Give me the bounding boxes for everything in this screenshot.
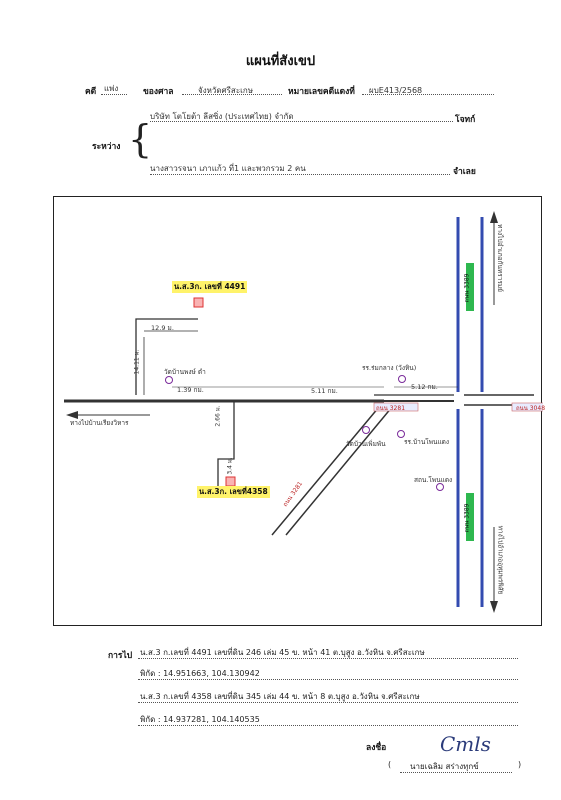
diagonal-road [271, 406, 380, 536]
land1-marker [193, 297, 204, 308]
to-direction-label: ทางไปบ้านเรียงวิหาร [70, 419, 129, 427]
to-north-label: ทางไปอำเภอกันทรารมย์ [495, 224, 504, 292]
between-label: ระหว่าง [92, 142, 121, 152]
school3-icon [397, 430, 405, 438]
shop-icon [436, 483, 444, 491]
land1-label: น.ส.3ก. เลขที่ 4491 [172, 281, 248, 293]
court-label: ของศาล [143, 87, 174, 97]
coord-line-1: พิกัด : 14.951663, 104.130942 [140, 669, 260, 678]
court-name: จังหวัดศรีสะเกษ [198, 86, 253, 95]
road-left-label: ถนน 3281 [376, 405, 406, 412]
case-label: คดี [85, 87, 97, 97]
side-label: 14.11 ม. [133, 349, 141, 375]
school2-label: รร.ร่มกลาง (วังหิน) [362, 364, 417, 372]
case-number: ผบE413/2568 [369, 86, 423, 95]
arrow-north-icon [490, 211, 498, 223]
route-line-1: น.ส.3 ก.เลขที่ 4491 เลขที่ดิน 246 เล่ม 4… [140, 648, 425, 657]
sketch-map: น.ส.3ก. เลขที่ 4491 น.ส.3ก. เลขที่4358 1… [53, 196, 546, 626]
defendant-role: จำเลย [453, 167, 476, 177]
temple-left-icon [165, 376, 173, 384]
defendant-name: นางสาวรจนา เภาแก้ว ที่1 และพวกรวม 2 คน [150, 164, 306, 173]
case-type: แพ่ง [104, 84, 119, 93]
temple-left-label: วัดบ้านพงษ์ ตำ [164, 368, 206, 376]
green-tag-lower [466, 493, 474, 541]
arrow-south-icon [490, 601, 498, 613]
signer-name: นายเฉลิม สร่างทุกข์ [410, 762, 479, 771]
route-line-2: น.ส.3 ก.เลขที่ 4358 เลขที่ดิน 345 เล่ม 4… [140, 692, 420, 701]
school3-label: รร.บ้านโพนแดง [404, 438, 450, 446]
signature-image: Cmls [440, 732, 491, 756]
signer-name-open-paren: ( [388, 760, 392, 769]
school2-icon [398, 375, 406, 383]
green-tag-upper [466, 263, 474, 311]
land2-marker [225, 476, 236, 487]
plaintiff-name: บริษัท โตโยต้า ลีสซิ่ง (ประเทศไทย) จำกัด [150, 112, 294, 121]
road-right-label: ถนน 3048 [516, 405, 546, 412]
land1-boundary [135, 318, 198, 395]
to-south-label: ทางไปอำเภออุทุมพรพิสัย [496, 525, 505, 595]
plaintiff-role: โจทก์ [455, 115, 476, 125]
side2-label: 2.66 ม. [214, 405, 222, 427]
shop-label: สถน.โพนแดง [414, 476, 453, 484]
dist1-label: 1.39 กม. [177, 386, 204, 394]
temple-small-label: วัดบ้านเพิ่มพัน [346, 440, 386, 448]
sign-label: ลงชื่อ [366, 743, 387, 753]
dist2-label: 5.11 กม. [311, 387, 338, 395]
temple-small-icon [362, 426, 370, 434]
side3-label: 3.4 ม. [226, 457, 234, 475]
route-label: การไป [108, 651, 133, 661]
case-number-label: หมายเลขคดีแดงที่ [288, 87, 355, 97]
page-title: แผนที่สังเขป [245, 54, 316, 69]
land2-label: น.ส.3ก. เลขที่4358 [197, 486, 270, 498]
arrow-west-icon [66, 411, 78, 419]
signer-name-close-paren: ) [518, 760, 522, 769]
land2-boundary [217, 401, 235, 487]
dist3-label: 5.12 กม. [411, 383, 438, 391]
v-road-lower-label: ถนน 3389 [463, 503, 471, 533]
v-road-upper-label: ถนน 3389 [463, 273, 471, 303]
coord-line-2: พิกัด : 14.937281, 104.140535 [140, 715, 260, 724]
brace-symbol: { [128, 117, 153, 161]
width-label: 12.9 ม. [151, 324, 174, 332]
